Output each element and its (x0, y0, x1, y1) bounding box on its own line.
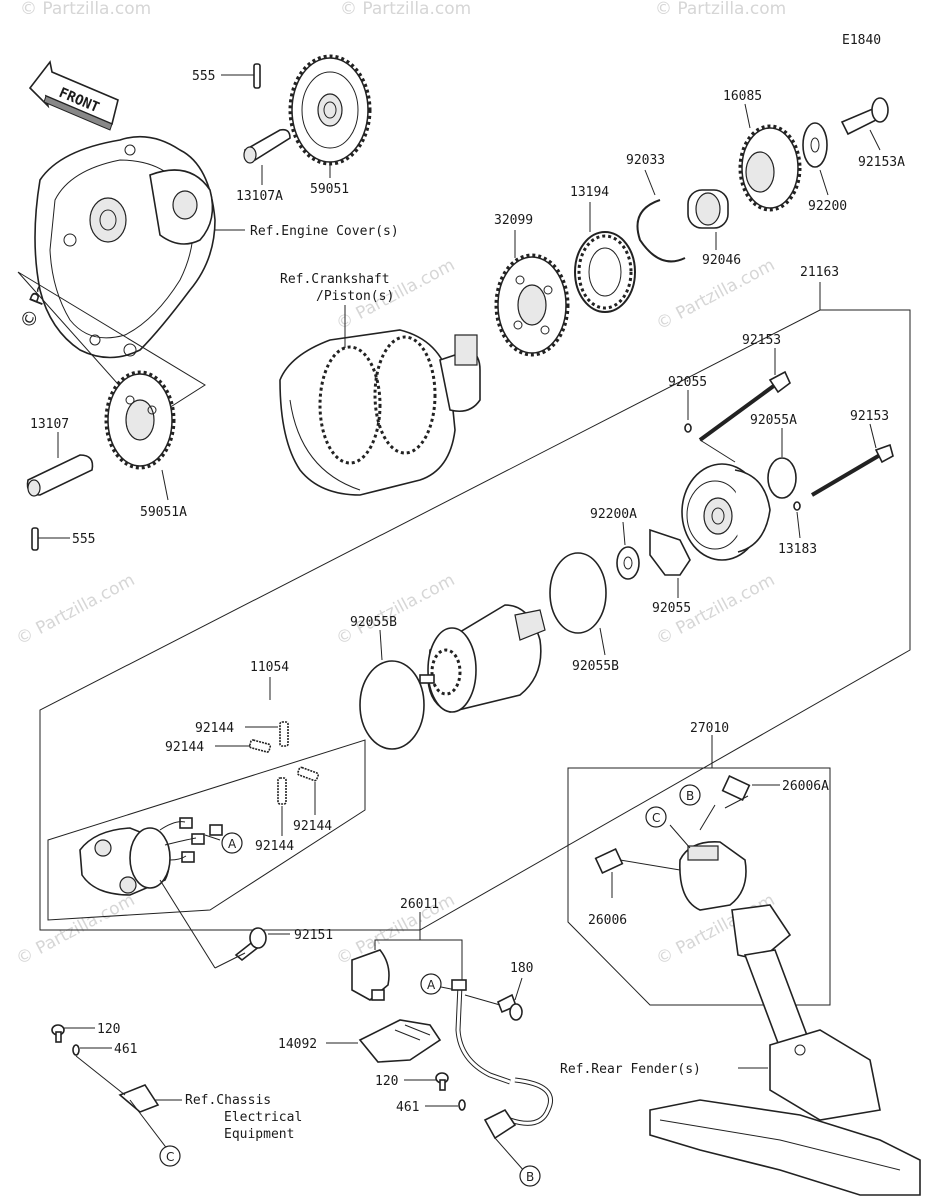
part-label: 92153 (742, 333, 781, 348)
part-label: 13194 (570, 185, 609, 200)
part-label: 14092 (278, 1037, 317, 1052)
gear-59051A (104, 370, 176, 470)
watermark: © Partzilla.com (20, 0, 151, 19)
bolt-120-lower (435, 1072, 449, 1091)
engine-cover (34, 135, 216, 359)
part-label: 92153A (858, 155, 905, 170)
sleeve-13107A (243, 128, 291, 164)
part-label: 11054 (250, 660, 289, 675)
bolt-180 (496, 993, 523, 1021)
part-label: 120 (97, 1022, 120, 1037)
part-label: 26006 (588, 913, 627, 928)
callout-c-chassis (159, 1145, 181, 1167)
starter-relay (669, 795, 749, 911)
ref-rear-fender: Ref.Rear Fender(s) (560, 1062, 701, 1077)
part-label: 92055B (350, 615, 397, 630)
callout-b-cable (519, 1165, 541, 1187)
callout-a-label: A (228, 837, 237, 851)
part-label: 32099 (494, 213, 533, 228)
cover-14092 (358, 1019, 442, 1063)
part-label: 59051A (140, 505, 187, 520)
sleeve-13107 (26, 454, 94, 497)
part-label: 92055 (668, 375, 707, 390)
part-label: 92055 (652, 601, 691, 616)
part-label: 92153 (850, 409, 889, 424)
bearing-92046 (687, 189, 729, 229)
part-label: 180 (510, 961, 533, 976)
rear-fender (649, 904, 921, 1196)
part-label: 27010 (690, 721, 729, 736)
callout-b (679, 784, 701, 806)
part-label: 92200A (590, 507, 637, 522)
part-label: 13107A (236, 189, 283, 204)
ref-chassis-equipment: Equipment (224, 1127, 294, 1142)
watermark: © Partzilla.com (655, 0, 786, 19)
bolt-92153-lower (810, 443, 894, 497)
front-arrow-icon: FRONT (28, 60, 119, 131)
callout-a-cable-label: A (427, 978, 436, 992)
part-label: 92033 (626, 153, 665, 168)
starter-end-cover (681, 463, 771, 561)
bolt-92153A (840, 97, 889, 136)
callout-b-label: B (686, 789, 694, 803)
ref-chassis-electrical: Electrical (224, 1110, 302, 1125)
callout-c-label: C (652, 811, 660, 825)
part-label: 59051 (310, 182, 349, 197)
crankshaft (279, 329, 481, 496)
starter-motor (419, 604, 546, 713)
part-label: 21163 (800, 265, 839, 280)
ref-engine-cover: Ref.Engine Cover(s) (250, 224, 399, 239)
part-label: 461 (114, 1042, 137, 1057)
part-label: 92046 (702, 253, 741, 268)
gear-59051 (288, 54, 372, 166)
part-label: 92055B (572, 659, 619, 674)
gear-16085 (738, 124, 802, 212)
ref-crankshaft: Ref.Crankshaft (280, 272, 390, 287)
part-label: 461 (396, 1100, 419, 1115)
ref-chassis: Ref.Chassis (185, 1093, 271, 1108)
part-label: 92151 (294, 928, 333, 943)
part-label: 26011 (400, 897, 439, 912)
part-label: 555 (72, 532, 95, 547)
gear-32099 (494, 253, 570, 357)
group-outline-27010 (567, 767, 831, 1006)
part-label: 92200 (808, 199, 847, 214)
one-way-clutch-13194 (574, 231, 636, 313)
part-label: 16085 (723, 89, 762, 104)
ref-piston: /Piston(s) (316, 289, 394, 304)
diagram-code: E1840 (842, 33, 881, 48)
callout-c-chassis-label: C (166, 1150, 174, 1164)
fuse-26006A (721, 775, 751, 801)
watermark: © Partzilla.com (13, 570, 138, 649)
brush-holder (79, 817, 223, 896)
part-label: 13107 (30, 417, 69, 432)
bolt-120-upper (51, 1024, 65, 1043)
watermark: © Partzilla.com (340, 0, 471, 19)
part-label: 120 (375, 1074, 398, 1089)
part-label: 92144 (293, 819, 332, 834)
group-outline-11054 (47, 739, 366, 921)
part-label: 555 (192, 69, 215, 84)
part-label: 92144 (165, 740, 204, 755)
part-label: 13183 (778, 542, 817, 557)
fuse-26006 (594, 848, 624, 874)
part-label: 92144 (195, 721, 234, 736)
callout-a (221, 832, 243, 854)
callout-c (645, 806, 667, 828)
part-label: 92055A (750, 413, 797, 428)
part-label: 26006A (782, 779, 829, 794)
bolt-92153-upper (698, 370, 791, 442)
callout-b-cable-label: B (526, 1170, 534, 1184)
part-label: 92144 (255, 839, 294, 854)
callout-a-cable (420, 973, 442, 995)
springs-92144 (248, 721, 320, 805)
terminal-boot (351, 949, 390, 1001)
